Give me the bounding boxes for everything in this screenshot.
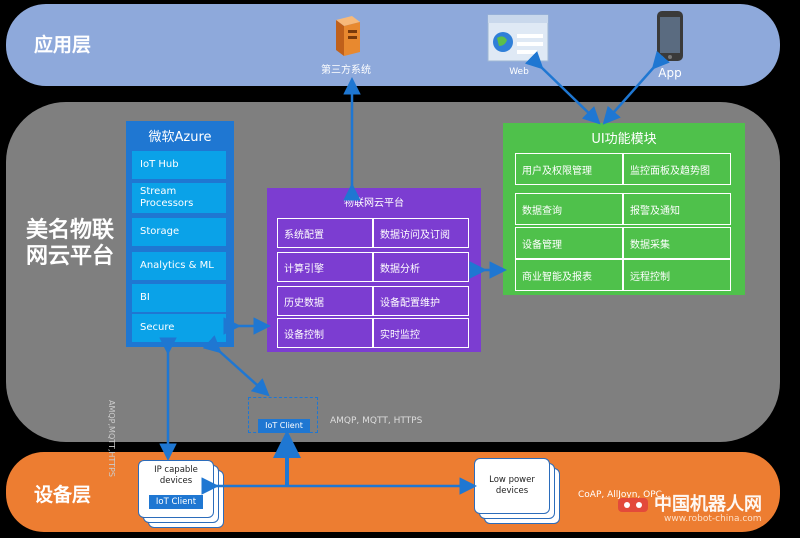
ip-device-card: IP capable devices IoT Client	[138, 460, 214, 518]
web-label: Web	[509, 67, 529, 77]
ui-cell-user-permission: 用户及权限管理	[515, 153, 623, 185]
third-party-label: 第三方系统	[321, 65, 371, 76]
cloud-layer-title: 美名物联 网云平台	[26, 218, 114, 270]
ip-device-iot-client: IoT Client	[149, 495, 203, 509]
azure-item-stream-processors: Stream Processors	[132, 183, 226, 213]
smartphone-icon	[657, 11, 683, 61]
platform-cell-realtime-monitor: 实时监控	[373, 318, 469, 348]
ui-module-title: UI功能模块	[591, 132, 657, 147]
ui-cell-bi-report: 商业智能及报表	[515, 259, 623, 291]
arrow-app-ui	[602, 50, 670, 125]
watermark-cn: 中国机器人网	[654, 494, 762, 515]
iot-client-protocols: AMQP, MQTT, HTTPS	[330, 416, 423, 426]
azure-title: 微软Azure	[148, 130, 212, 145]
platform-cell-compute-engine: 计算引擎	[277, 252, 373, 282]
platform-cell-data-analysis: 数据分析	[373, 252, 469, 282]
azure-item-analytics: Analytics & ML	[132, 252, 226, 280]
ui-cell-data-query: 数据查询	[515, 193, 623, 225]
watermark-url: www.robot-china.com	[664, 514, 762, 524]
low-power-card: Low power devices	[474, 458, 550, 514]
low-power-label: Low power devices	[489, 475, 535, 496]
ip-device-label: IP capable devices	[154, 465, 198, 486]
azure-block: 微软Azure IoT Hub Stream Processors Storag…	[126, 121, 234, 347]
azure-item-storage: Storage	[132, 218, 226, 246]
ui-cell-device-mgmt: 设备管理	[515, 227, 623, 259]
app-layer-title: 应用层	[34, 34, 92, 56]
ui-cell-remote-control: 远程控制	[623, 259, 731, 291]
arrow-azure-iotclient	[202, 335, 270, 397]
arrow-web-ui	[524, 51, 601, 125]
ui-cell-alarm-notify: 报警及通知	[623, 193, 731, 225]
robot-logo-icon	[618, 498, 648, 512]
azure-item-bi: BI	[132, 284, 226, 312]
platform-cell-system-config: 系统配置	[277, 218, 373, 248]
platform-cell-history-data: 历史数据	[277, 286, 373, 316]
platform-cell-device-config: 设备配置维护	[373, 286, 469, 316]
ui-module-block: UI功能模块 用户及权限管理 监控面板及趋势图 数据查询 报警及通知 设备管理 …	[503, 123, 745, 295]
ui-cell-dashboard-trend: 监控面板及趋势图	[623, 153, 731, 185]
platform-title: 物联网云平台	[344, 198, 404, 209]
platform-cell-device-control: 设备控制	[277, 318, 373, 348]
cloud-title-line2: 网云平台	[26, 244, 115, 269]
azure-item-iot-hub: IoT Hub	[132, 151, 226, 179]
ui-cell-data-collect: 数据采集	[623, 227, 731, 259]
server-icon	[336, 16, 360, 56]
platform-cell-data-access: 数据访问及订阅	[373, 218, 469, 248]
iot-platform-block: 物联网云平台 系统配置 数据访问及订阅 计算引擎 数据分析 历史数据 设备配置维…	[267, 188, 481, 352]
iot-client-box: IoT Client	[258, 419, 310, 433]
device-layer-title: 设备层	[34, 484, 92, 506]
device-protocols: CoAP, AllJoyn, OPC...	[578, 490, 671, 500]
cloud-title-line1: 美名物联	[26, 218, 115, 243]
